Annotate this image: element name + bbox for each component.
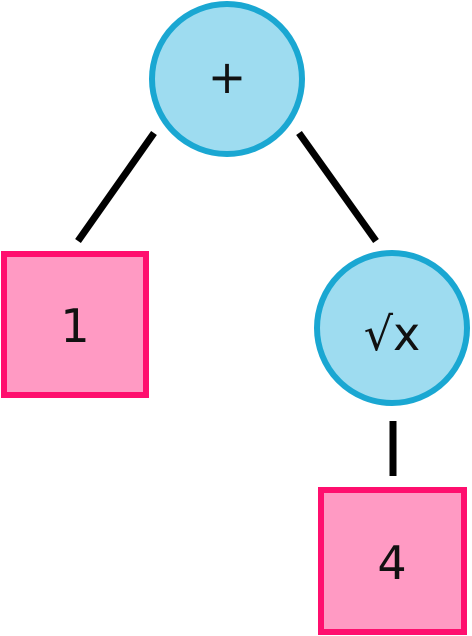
edge-plus-to-sqrt: [296, 130, 379, 244]
operand-node-four: 4: [318, 487, 467, 635]
operand-node-four-label: 4: [377, 536, 406, 590]
operand-node-one: 1: [1, 251, 149, 398]
operator-node-sqrt-label: √x: [364, 307, 421, 361]
operator-node-plus: +: [149, 1, 305, 157]
operand-node-four-box: [318, 487, 467, 635]
operator-node-sqrt-circle: [314, 250, 470, 406]
operand-node-one-label: 1: [60, 299, 89, 353]
operator-node-sqrt: √x: [314, 250, 470, 406]
edge-plus-to-one: [75, 130, 157, 244]
operand-node-one-box: [1, 251, 149, 398]
operator-node-plus-label: +: [208, 50, 247, 104]
operator-node-plus-circle: [149, 1, 305, 157]
